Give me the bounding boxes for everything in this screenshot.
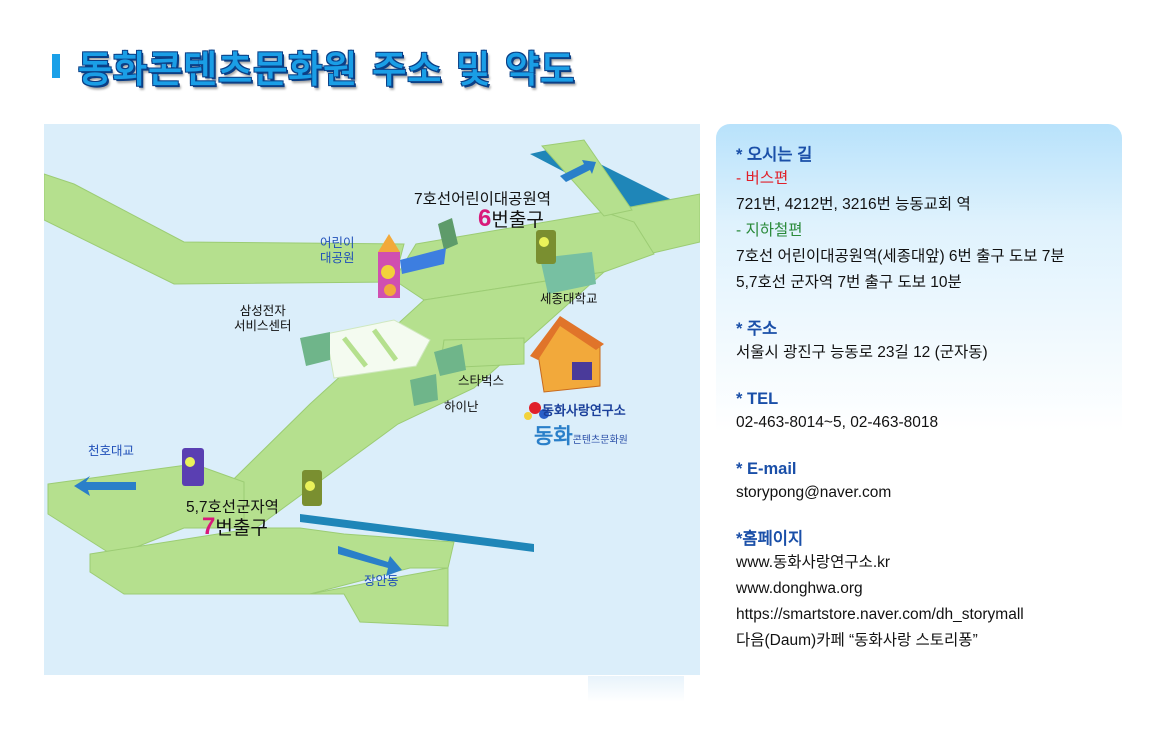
subway-heading: - 지하철편: [736, 222, 803, 239]
homepage-link-1[interactable]: www.동화사랑연구소.kr: [736, 554, 891, 571]
homepage-link-2[interactable]: www.donghwa.org: [736, 580, 863, 597]
children-park-line1: 어린이: [320, 236, 355, 250]
station-top-exit-suffix: 번출구: [491, 210, 544, 231]
logo-mark: [524, 402, 549, 420]
station-top-label: 7호선어린이대공원역: [414, 190, 551, 209]
sejong-univ-label: 세종대학교: [540, 292, 598, 306]
arrow-up-right-icon: [560, 160, 596, 182]
station-top-name: 7호선어린이대공원역: [414, 191, 551, 208]
jangan-label: 장안동: [364, 574, 399, 588]
page-title: 동화콘텐츠문화원 주소 및 약도: [78, 48, 576, 91]
cheonho-label: 천호대교: [88, 444, 135, 458]
samsung-line2: 서비스센터: [234, 319, 292, 333]
road-network: [44, 139, 700, 627]
samsung-building-icon: [300, 332, 330, 366]
bus-text: 721번, 4212번, 3216번 능동교회 역: [736, 196, 971, 213]
address-text: 서울시 광진구 능동로 23길 12 (군자동): [736, 344, 988, 361]
email-heading: * E-mail: [736, 460, 797, 478]
samsung-label: 삼성전자 서비스센터: [234, 304, 292, 334]
address-heading: * 주소: [736, 320, 778, 338]
station-bottom-exit-number: 7: [202, 513, 216, 540]
homepage-heading: *홈페이지: [736, 530, 804, 548]
station-top-exit: 6번출구: [478, 205, 544, 232]
email-link[interactable]: storypong@naver.com: [736, 484, 892, 501]
station-bottom-exit: 7번출구: [202, 513, 268, 540]
subway-entrance-top-icon: [536, 230, 556, 264]
station-bottom-exit-suffix: 번출구: [215, 518, 268, 539]
direction-arrows: [74, 160, 596, 576]
homepage-link-3[interactable]: https://smartstore.naver.com/dh_storymal…: [736, 606, 1024, 623]
children-park-line2: 대공원: [320, 251, 355, 265]
buildings: [182, 218, 604, 506]
info-content: * 오시는 길 - 버스편 721번, 4212번, 3216번 능동교회 역 …: [736, 144, 1065, 654]
playground-slide-icon: [400, 248, 446, 274]
logo-big-text: 동화: [534, 425, 573, 448]
logo-text-line2: 동화콘텐츠문화원: [534, 420, 628, 450]
station-top-exit-number: 6: [478, 205, 492, 232]
children-park-label: 어린이 대공원: [320, 236, 355, 266]
page-header: 동화콘텐츠문화원 주소 및 약도: [52, 38, 575, 94]
map-illustration: [44, 124, 700, 675]
building-icon: [438, 218, 458, 250]
subway-line-2: 5,7호선 군자역 7번 출구 도보 10분: [736, 274, 962, 291]
starbucks-label: 스타벅스: [458, 374, 505, 388]
hainan-label: 하이난: [444, 400, 479, 414]
title-accent-bar: [52, 54, 60, 78]
homepage-link-4[interactable]: 다음(Daum)카페 “동화사랑 스토리퐁”: [736, 632, 978, 649]
logo-small-text: 콘텐츠문화원: [572, 435, 628, 446]
samsung-line1: 삼성전자: [239, 304, 286, 318]
bus-heading: - 버스편: [736, 170, 789, 187]
arrow-left-icon: [74, 476, 136, 496]
logo-heart-icon: [529, 402, 541, 414]
location-map: 7호선어린이대공원역 6번출구 어린이 대공원 세종대학교 삼성전자 서비스센터…: [44, 124, 700, 675]
starbucks-building-icon: [434, 344, 466, 376]
subway-line-1: 7호선 어린이대공원역(세종대앞) 6번 출구 도보 7분: [736, 248, 1065, 265]
logo-text-line1: 동화사랑연구소: [542, 403, 626, 418]
info-panel: * 오시는 길 - 버스편 721번, 4212번, 3216번 능동교회 역 …: [716, 124, 1122, 684]
tel-heading: * TEL: [736, 390, 779, 408]
subway-entrance-left-icon: [182, 448, 204, 486]
hainan-building-icon: [410, 374, 438, 406]
directions-heading: * 오시는 길: [736, 146, 813, 164]
arrow-right-icon: [338, 546, 402, 576]
tel-text: 02-463-8014~5, 02-463-8018: [736, 414, 939, 431]
map-shadow-strip: [588, 676, 684, 702]
station-bottom-name: 5,7호선군자역: [186, 499, 279, 516]
